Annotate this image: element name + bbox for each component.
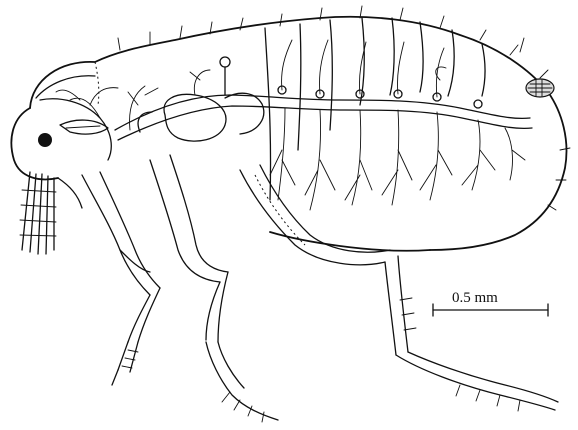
- eye: [38, 133, 52, 147]
- bristles: [118, 6, 570, 210]
- midleg: [150, 155, 278, 422]
- maxillary-palps: [20, 172, 56, 254]
- tracheal-trunk: [115, 57, 554, 141]
- tracheal-branches: [56, 40, 525, 210]
- hindleg: [240, 165, 558, 411]
- scale-bar-label: 0.5 mm: [452, 290, 498, 307]
- foreleg: [82, 172, 160, 385]
